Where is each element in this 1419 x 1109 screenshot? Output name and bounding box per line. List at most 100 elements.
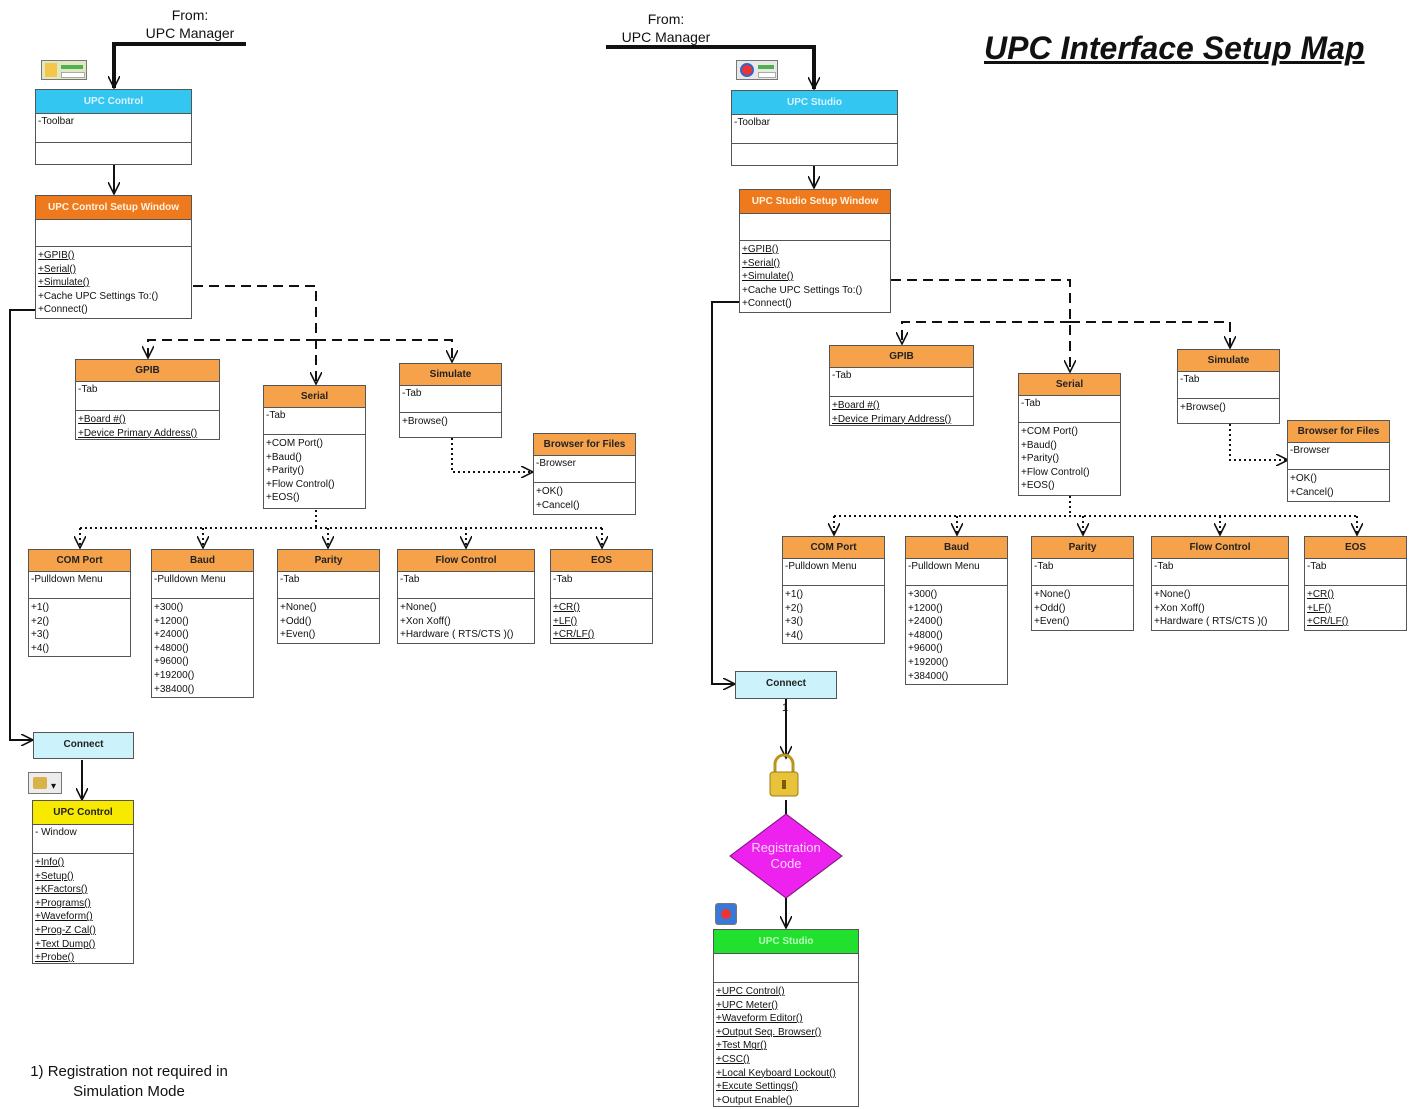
op-cancel[interactable]: +Cancel() (1290, 486, 1334, 498)
op-none[interactable]: +None() (1154, 589, 1191, 600)
op-serial[interactable]: +Serial() (38, 263, 77, 275)
right-upc-studio-window-box[interactable]: UPC Studio +UPC Control() +UPC Meter() +… (713, 929, 859, 1107)
op-eos[interactable]: +EOS() (1021, 480, 1055, 492)
left-connect-box[interactable]: Connect (33, 732, 134, 759)
op-text-dump[interactable]: +Text Dump() (35, 938, 96, 950)
op-excute-settings[interactable]: +Excute Settings() (716, 1081, 798, 1093)
op-probe[interactable]: +Probe() (35, 952, 75, 964)
right-parity-box[interactable]: Parity -Tab +None() +Odd() +Even() (1031, 536, 1134, 631)
op-ok[interactable]: +OK() (1290, 473, 1317, 484)
op-gpib[interactable]: +GPIB() (742, 244, 779, 255)
op-device-address[interactable]: +Device Primary Address() (832, 413, 952, 425)
op-2[interactable]: +2() (785, 602, 804, 614)
op-cache-settings[interactable]: +Cache UPC Settings To:() (38, 290, 159, 302)
op-browse[interactable]: +Browse() (402, 416, 448, 427)
op-300[interactable]: +300() (908, 589, 938, 600)
right-comport-box[interactable]: COM Port -Pulldown Menu +1() +2() +3() +… (782, 536, 885, 644)
op-baud[interactable]: +Baud() (266, 451, 302, 463)
left-upc-control-toolbar-box[interactable]: UPC Control -Toolbar (35, 89, 192, 165)
op-upc-control[interactable]: +UPC Control() (716, 986, 785, 997)
op-board[interactable]: +Board #() (832, 400, 880, 411)
op-38400[interactable]: +38400() (908, 670, 949, 682)
op-connect[interactable]: +Connect() (38, 304, 88, 316)
op-1[interactable]: +1() (31, 602, 50, 613)
op-38400[interactable]: +38400() (154, 683, 195, 695)
left-simulate-box[interactable]: Simulate -Tab +Browse() (399, 363, 502, 438)
left-serial-box[interactable]: Serial -Tab +COM Port() +Baud() +Parity(… (263, 385, 366, 509)
right-eos-box[interactable]: EOS -Tab +CR() +LF() +CR/LF() (1304, 536, 1407, 631)
op-device-address[interactable]: +Device Primary Address() (78, 427, 198, 439)
right-simulate-box[interactable]: Simulate -Tab +Browse() (1177, 349, 1280, 424)
op-programs[interactable]: +Programs() (35, 897, 91, 909)
op-4[interactable]: +4() (31, 642, 50, 654)
op-local-keyboard-lockout[interactable]: +Local Keyboard Lockout() (716, 1067, 836, 1079)
op-setup[interactable]: +Setup() (35, 870, 74, 882)
op-cr-lf[interactable]: +CR/LF() (1307, 616, 1349, 628)
left-parity-box[interactable]: Parity -Tab +None() +Odd() +Even() (277, 549, 380, 644)
op-parity[interactable]: +Parity() (1021, 453, 1060, 465)
left-browser-box[interactable]: Browser for Files -Browser +OK() +Cancel… (533, 433, 636, 515)
op-19200[interactable]: +19200() (154, 669, 195, 681)
op-flow-control[interactable]: +Flow Control() (1021, 466, 1090, 478)
op-cr[interactable]: +CR() (553, 602, 580, 613)
op-parity[interactable]: +Parity() (266, 465, 305, 477)
op-waveform[interactable]: +Waveform() (35, 911, 93, 923)
op-upc-meter[interactable]: +UPC Meter() (716, 999, 778, 1011)
op-prog-z-cal[interactable]: +Prog-Z Cal() (35, 924, 96, 936)
left-flow-control-box[interactable]: Flow Control -Tab +None() +Xon Xoff() +H… (397, 549, 535, 644)
right-upc-studio-toolbar-box[interactable]: UPC Studio -Toolbar (731, 90, 898, 166)
op-lf[interactable]: +LF() (553, 615, 578, 627)
op-3[interactable]: +3() (785, 616, 804, 628)
op-even[interactable]: +Even() (280, 629, 316, 641)
op-eos[interactable]: +EOS() (266, 492, 300, 504)
left-gpib-box[interactable]: GPIB -Tab +Board #() +Device Primary Add… (75, 359, 220, 440)
op-baud[interactable]: +Baud() (1021, 439, 1057, 451)
op-1200[interactable]: +1200() (154, 615, 189, 627)
op-ok[interactable]: +OK() (536, 486, 563, 497)
op-xon-xoff[interactable]: +Xon Xoff() (400, 615, 451, 627)
op-gpib[interactable]: +GPIB() (38, 250, 75, 261)
left-setup-window-box[interactable]: UPC Control Setup Window +GPIB() +Serial… (35, 195, 192, 319)
right-baud-box[interactable]: Baud -Pulldown Menu +300() +1200() +2400… (905, 536, 1008, 685)
op-simulate[interactable]: +Simulate() (38, 277, 90, 289)
op-none[interactable]: +None() (1034, 589, 1071, 600)
op-output-seq-browser[interactable]: +Output Seq. Browser() (716, 1026, 822, 1038)
op-2400[interactable]: +2400() (154, 629, 189, 641)
op-flow-control[interactable]: +Flow Control() (266, 478, 335, 490)
op-xon-xoff[interactable]: +Xon Xoff() (1154, 602, 1205, 614)
left-comport-box[interactable]: COM Port -Pulldown Menu +1() +2() +3() +… (28, 549, 131, 657)
op-board[interactable]: +Board #() (78, 414, 126, 425)
op-waveform-editor[interactable]: +Waveform Editor() (716, 1013, 803, 1025)
op-com-port[interactable]: +COM Port() (1021, 426, 1078, 437)
op-9600[interactable]: +9600() (154, 656, 189, 668)
op-info[interactable]: +Info() (35, 857, 65, 868)
op-kfactors[interactable]: +KFactors() (35, 884, 88, 896)
op-3[interactable]: +3() (31, 629, 50, 641)
right-flow-control-box[interactable]: Flow Control -Tab +None() +Xon Xoff() +H… (1151, 536, 1289, 631)
op-none[interactable]: +None() (400, 602, 437, 613)
upc-studio-app-icon[interactable] (736, 60, 778, 80)
op-1[interactable]: +1() (785, 589, 804, 600)
left-baud-box[interactable]: Baud -Pulldown Menu +300() +1200() +2400… (151, 549, 254, 698)
op-even[interactable]: +Even() (1034, 616, 1070, 628)
upc-studio-run-icon[interactable] (715, 903, 737, 925)
op-hardware[interactable]: +Hardware ( RTS/CTS )() (1154, 616, 1268, 628)
op-test-mgr[interactable]: +Test Mgr() (716, 1040, 767, 1052)
op-1200[interactable]: +1200() (908, 602, 943, 614)
op-2[interactable]: +2() (31, 615, 50, 627)
op-19200[interactable]: +19200() (908, 656, 949, 668)
left-eos-box[interactable]: EOS -Tab +CR() +LF() +CR/LF() (550, 549, 653, 644)
op-csc[interactable]: +CSC() (716, 1053, 750, 1065)
op-connect[interactable]: +Connect() (742, 298, 792, 310)
op-cancel[interactable]: +Cancel() (536, 499, 580, 511)
op-serial[interactable]: +Serial() (742, 257, 781, 269)
right-setup-window-box[interactable]: UPC Studio Setup Window +GPIB() +Serial(… (739, 189, 891, 313)
op-com-port[interactable]: +COM Port() (266, 438, 323, 449)
op-odd[interactable]: +Odd() (1034, 602, 1066, 614)
op-cr-lf[interactable]: +CR/LF() (553, 629, 595, 641)
op-4800[interactable]: +4800() (154, 642, 189, 654)
op-2400[interactable]: +2400() (908, 616, 943, 628)
connect-tool-icon[interactable]: ▾ (28, 772, 62, 794)
op-cache-settings[interactable]: +Cache UPC Settings To:() (742, 284, 863, 296)
op-cr[interactable]: +CR() (1307, 589, 1334, 600)
